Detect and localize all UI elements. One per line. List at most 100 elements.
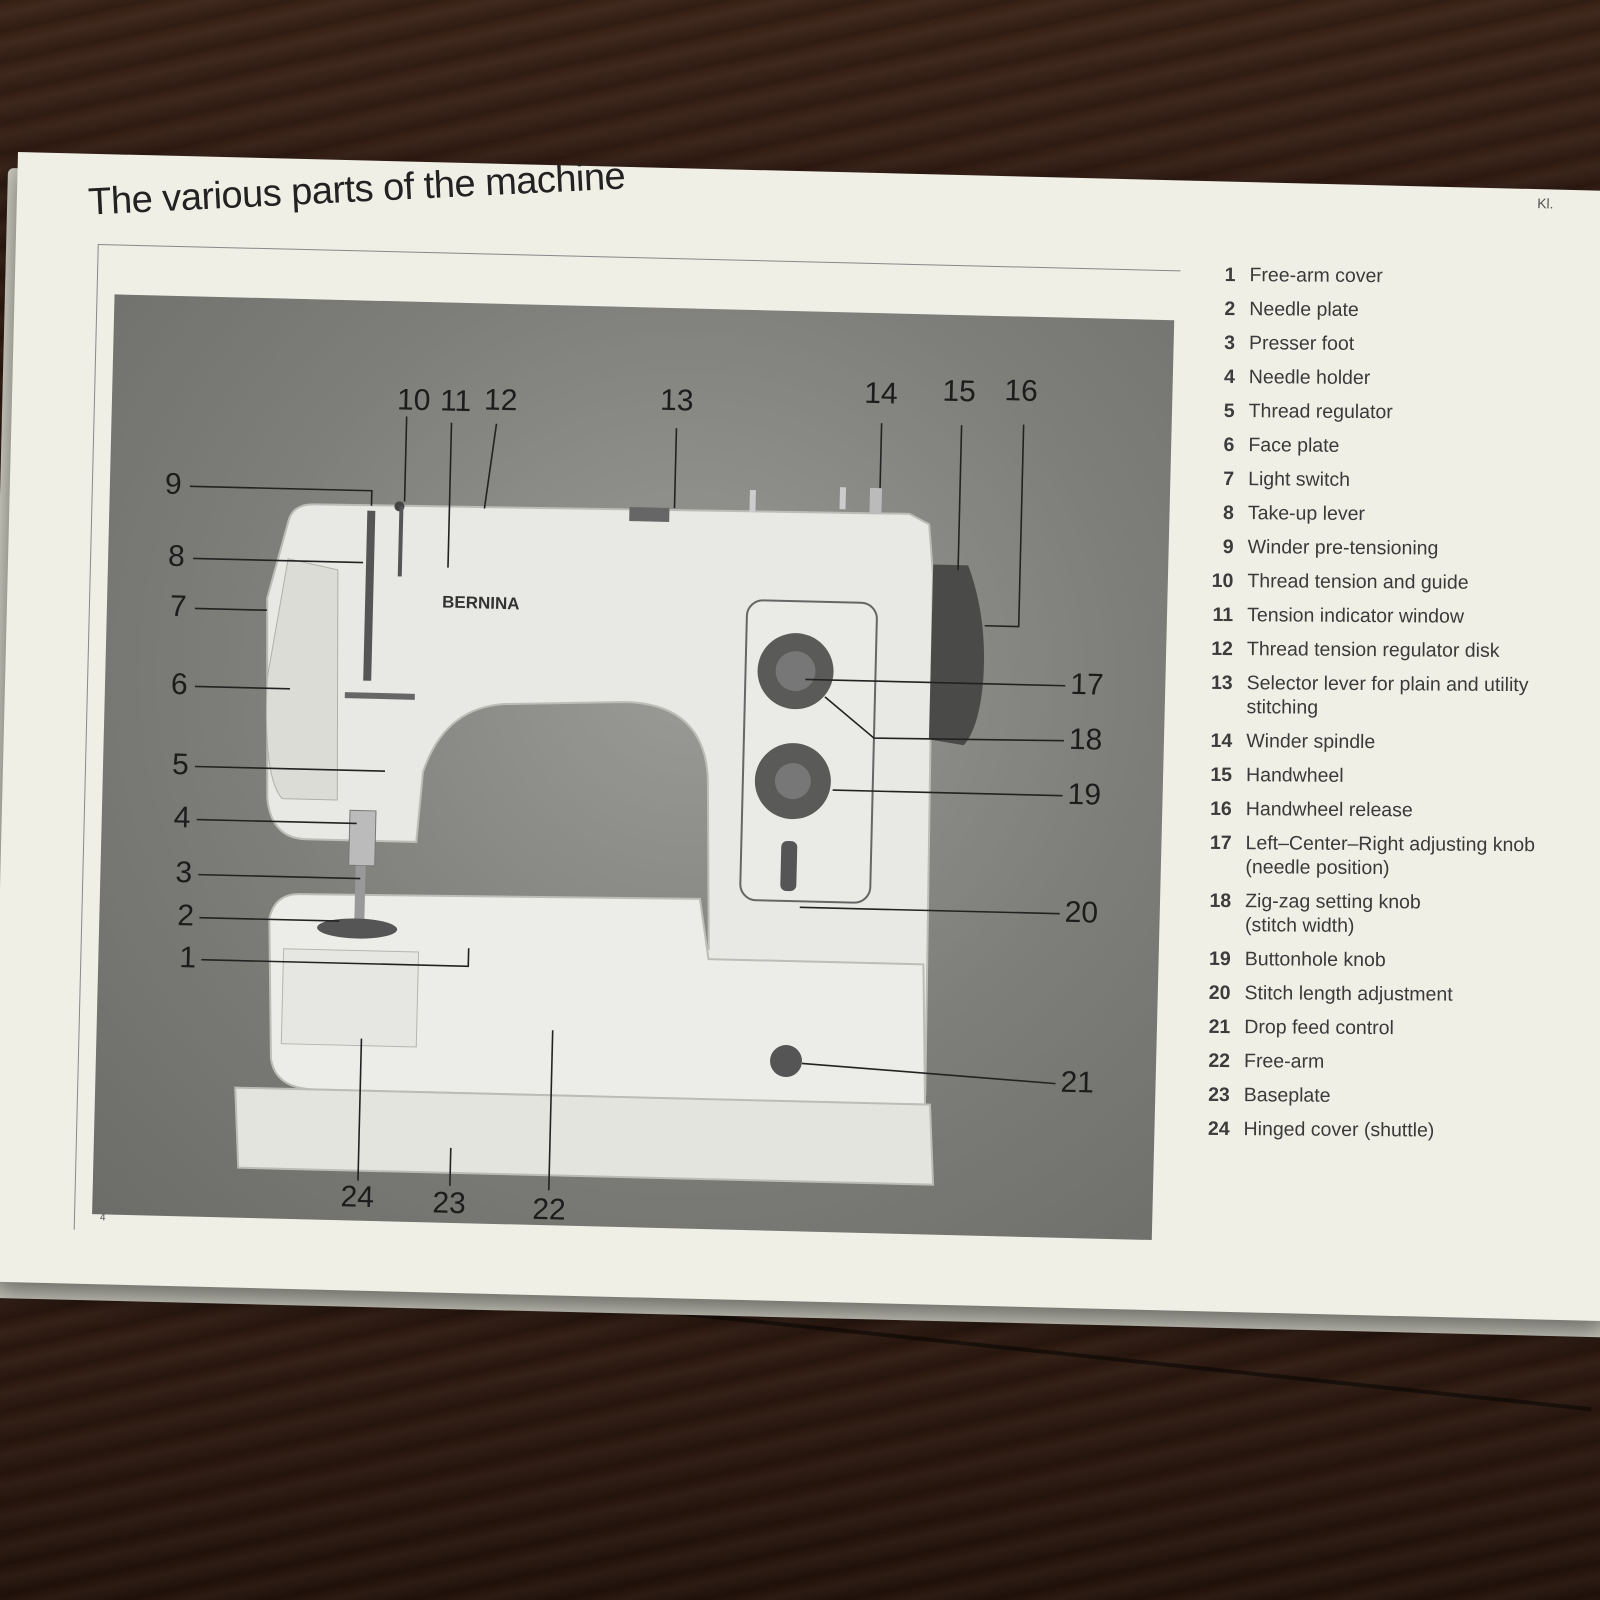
legend-line: Face plate bbox=[1248, 434, 1340, 457]
legend-item: 15 Handwheel bbox=[1192, 763, 1600, 790]
legend-line: Selector lever for plain and utility bbox=[1246, 672, 1529, 697]
legend-description: Thread tension and guide bbox=[1247, 569, 1600, 596]
legend-description: Presser foot bbox=[1249, 331, 1600, 358]
legend-description: Tension indicator window bbox=[1247, 603, 1600, 630]
legend-line: Thread tension regulator disk bbox=[1246, 638, 1500, 662]
legend-number: 21 bbox=[1208, 1015, 1231, 1039]
page-title: The various parts of the machine bbox=[87, 155, 627, 224]
callout-24: 24 bbox=[340, 1180, 375, 1215]
callout-7: 7 bbox=[169, 589, 188, 624]
legend-description: Thread regulator bbox=[1249, 399, 1600, 426]
legend-line: Take-up lever bbox=[1247, 502, 1366, 525]
callout-15: 15 bbox=[942, 374, 977, 409]
legend-line: stitching bbox=[1246, 696, 1319, 719]
page-number: 4 bbox=[99, 1212, 106, 1224]
legend-line: Handwheel bbox=[1245, 764, 1344, 787]
sewing-machine-illustration: BERNINA bbox=[189, 416, 1066, 1191]
legend-number: 8 bbox=[1222, 502, 1234, 525]
manual-page: Kl. The various parts of the machine bbox=[0, 152, 1600, 1322]
callout-6: 6 bbox=[170, 667, 189, 702]
legend-line: Thread regulator bbox=[1248, 400, 1393, 424]
callout-12: 12 bbox=[483, 383, 518, 418]
legend-number: 22 bbox=[1208, 1049, 1231, 1073]
legend-number: 14 bbox=[1210, 729, 1233, 753]
legend-line: Needle plate bbox=[1249, 298, 1359, 321]
legend-line: (stitch width) bbox=[1244, 914, 1355, 937]
legend-number: 11 bbox=[1212, 603, 1234, 627]
legend-item: 24 Hinged cover (shuttle) bbox=[1190, 1117, 1600, 1144]
callout-14: 14 bbox=[863, 376, 899, 411]
machine-photo: BERNINA bbox=[92, 294, 1175, 1241]
legend-description: Face plate bbox=[1248, 433, 1600, 460]
legend-line: Zig-zag setting knob bbox=[1245, 890, 1421, 914]
legend-description: Handwheel bbox=[1246, 763, 1600, 790]
legend-number: 10 bbox=[1211, 569, 1234, 593]
legend-item: 19 Buttonhole knob bbox=[1191, 947, 1600, 974]
callout-3: 3 bbox=[175, 856, 193, 890]
legend-number: 1 bbox=[1224, 264, 1236, 287]
legend-number: 9 bbox=[1222, 536, 1234, 559]
legend-item: 3 Presser foot bbox=[1195, 331, 1600, 358]
legend-description: Winder pre-tensioning bbox=[1248, 535, 1600, 562]
legend-description: Buttonhole knob bbox=[1245, 947, 1600, 974]
callout-8: 8 bbox=[167, 539, 186, 574]
callout-19: 19 bbox=[1067, 777, 1102, 812]
callout-20: 20 bbox=[1064, 895, 1099, 930]
callout-17: 17 bbox=[1069, 667, 1105, 702]
legend-item: 1 Free-arm cover bbox=[1195, 263, 1600, 290]
callout-13: 13 bbox=[659, 383, 694, 418]
legend-number: 24 bbox=[1207, 1117, 1230, 1141]
legend-description: Handwheel release bbox=[1246, 797, 1600, 824]
legend-description: Stitch length adjustment bbox=[1244, 981, 1600, 1008]
corner-label: Kl. bbox=[1537, 195, 1554, 212]
legend-item: 12 Thread tension regulator disk bbox=[1193, 637, 1600, 664]
legend-line: Drop feed control bbox=[1244, 1016, 1394, 1040]
legend-description: Baseplate bbox=[1244, 1083, 1600, 1110]
legend-line: Winder spindle bbox=[1246, 730, 1376, 754]
legend-description: Winder spindle bbox=[1246, 729, 1600, 756]
callout-11: 11 bbox=[439, 384, 472, 419]
brand-logo: BERNINA bbox=[442, 592, 520, 613]
callout-4: 4 bbox=[173, 801, 191, 835]
legend-description: Drop feed control bbox=[1244, 1015, 1600, 1042]
legend-line: (needle position) bbox=[1245, 856, 1390, 880]
legend-item: 10 Thread tension and guide bbox=[1193, 569, 1600, 596]
legend-line: Needle holder bbox=[1248, 366, 1371, 390]
legend-number: 19 bbox=[1209, 947, 1231, 971]
legend-line: Free-arm cover bbox=[1249, 264, 1383, 288]
legend-number: 4 bbox=[1223, 366, 1235, 389]
legend-description: Free-arm cover bbox=[1249, 263, 1600, 290]
legend-number: 17 bbox=[1209, 831, 1232, 855]
legend-number: 3 bbox=[1224, 332, 1236, 355]
legend-number: 12 bbox=[1211, 637, 1234, 661]
legend-description: Free-arm bbox=[1244, 1049, 1600, 1076]
legend-line: Winder pre-tensioning bbox=[1247, 536, 1439, 560]
callout-22: 22 bbox=[531, 1192, 567, 1227]
callout-9: 9 bbox=[164, 467, 183, 502]
legend-item: 14 Winder spindle bbox=[1192, 729, 1600, 756]
legend-item: 8 Take-up lever bbox=[1194, 501, 1600, 528]
callout-16: 16 bbox=[1004, 374, 1039, 408]
legend-line: Hinged cover (shuttle) bbox=[1243, 1118, 1435, 1142]
legend-description: Needle plate bbox=[1249, 297, 1600, 324]
parts-legend: 1 Free-arm cover 2 Needle plate 3 Presser foo… bbox=[1189, 263, 1600, 1154]
legend-line: Free-arm bbox=[1243, 1050, 1325, 1073]
callout-10: 10 bbox=[396, 383, 431, 418]
legend-item: 2 Needle plate bbox=[1195, 297, 1600, 324]
legend-line: Light switch bbox=[1248, 468, 1351, 491]
legend-line: Handwheel release bbox=[1245, 798, 1413, 822]
callout-23: 23 bbox=[432, 1186, 467, 1221]
legend-number: 2 bbox=[1224, 298, 1236, 321]
callout-21: 21 bbox=[1060, 1065, 1095, 1100]
legend-line: Presser foot bbox=[1249, 332, 1355, 355]
legend-number: 15 bbox=[1210, 763, 1233, 787]
legend-description: Needle holder bbox=[1249, 365, 1600, 392]
legend-description: Light switch bbox=[1248, 467, 1600, 494]
